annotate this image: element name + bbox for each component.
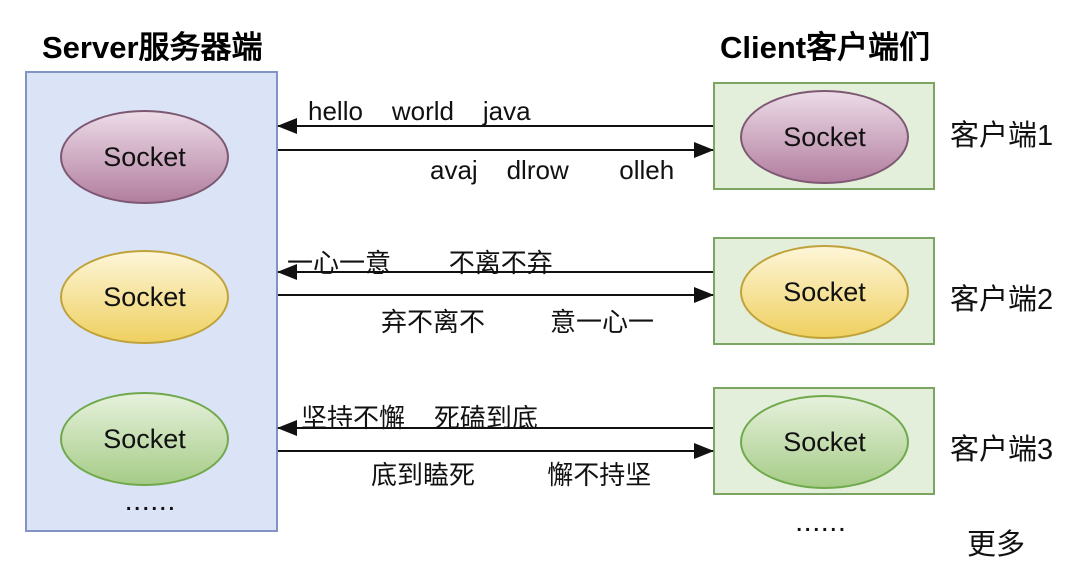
server-socket-1-label: Socket: [103, 141, 186, 172]
arrow-to-client-1: [278, 142, 714, 158]
client-socket-2-label: Socket: [783, 276, 866, 307]
arrow-to-server-2: [277, 264, 713, 280]
client-3-name: 客户端3: [950, 434, 1054, 466]
server-socket-3-label: Socket: [103, 423, 186, 454]
client-socket-1: Socket: [740, 90, 909, 184]
server-socket-1: Socket: [60, 110, 229, 204]
client-1-name: 客户端1: [950, 120, 1054, 152]
message-to-server-2: 一心一意 不离不弃: [287, 248, 553, 278]
client-socket-2: Socket: [740, 245, 909, 339]
arrow-to-client-3: [278, 443, 714, 459]
server-socket-2: Socket: [60, 250, 229, 344]
clients-title: Client客户端们: [720, 30, 931, 65]
client-box-2: Socket: [713, 237, 935, 345]
message-to-client-3: 底到瞌死 懈不持坚: [371, 460, 652, 490]
client-socket-3: Socket: [740, 395, 909, 489]
message-to-server-1: hello world java: [308, 96, 531, 126]
server-title: Server服务器端: [42, 30, 263, 65]
client-socket-1-label: Socket: [783, 121, 866, 152]
arrow-to-server-3: [277, 420, 713, 436]
clients-more-dots: ......: [796, 514, 848, 536]
arrow-to-server-1: [277, 118, 713, 134]
message-to-server-3: 坚持不懈 死磕到底: [301, 403, 538, 433]
server-box: Socket Socket Socket ......: [25, 71, 278, 532]
server-socket-3: Socket: [60, 392, 229, 486]
arrow-to-client-2: [278, 287, 714, 303]
client-2-name: 客户端2: [950, 284, 1054, 316]
message-to-client-1: avaj dlrow olleh: [430, 155, 675, 185]
more-label: 更多: [967, 529, 1026, 561]
message-to-client-2: 弃不离不 意一心一: [381, 307, 655, 337]
client-socket-3-label: Socket: [783, 426, 866, 457]
server-socket-2-label: Socket: [103, 281, 186, 312]
client-box-3: Socket: [713, 387, 935, 495]
server-more-dots: ......: [125, 493, 178, 515]
client-box-1: Socket: [713, 82, 935, 190]
